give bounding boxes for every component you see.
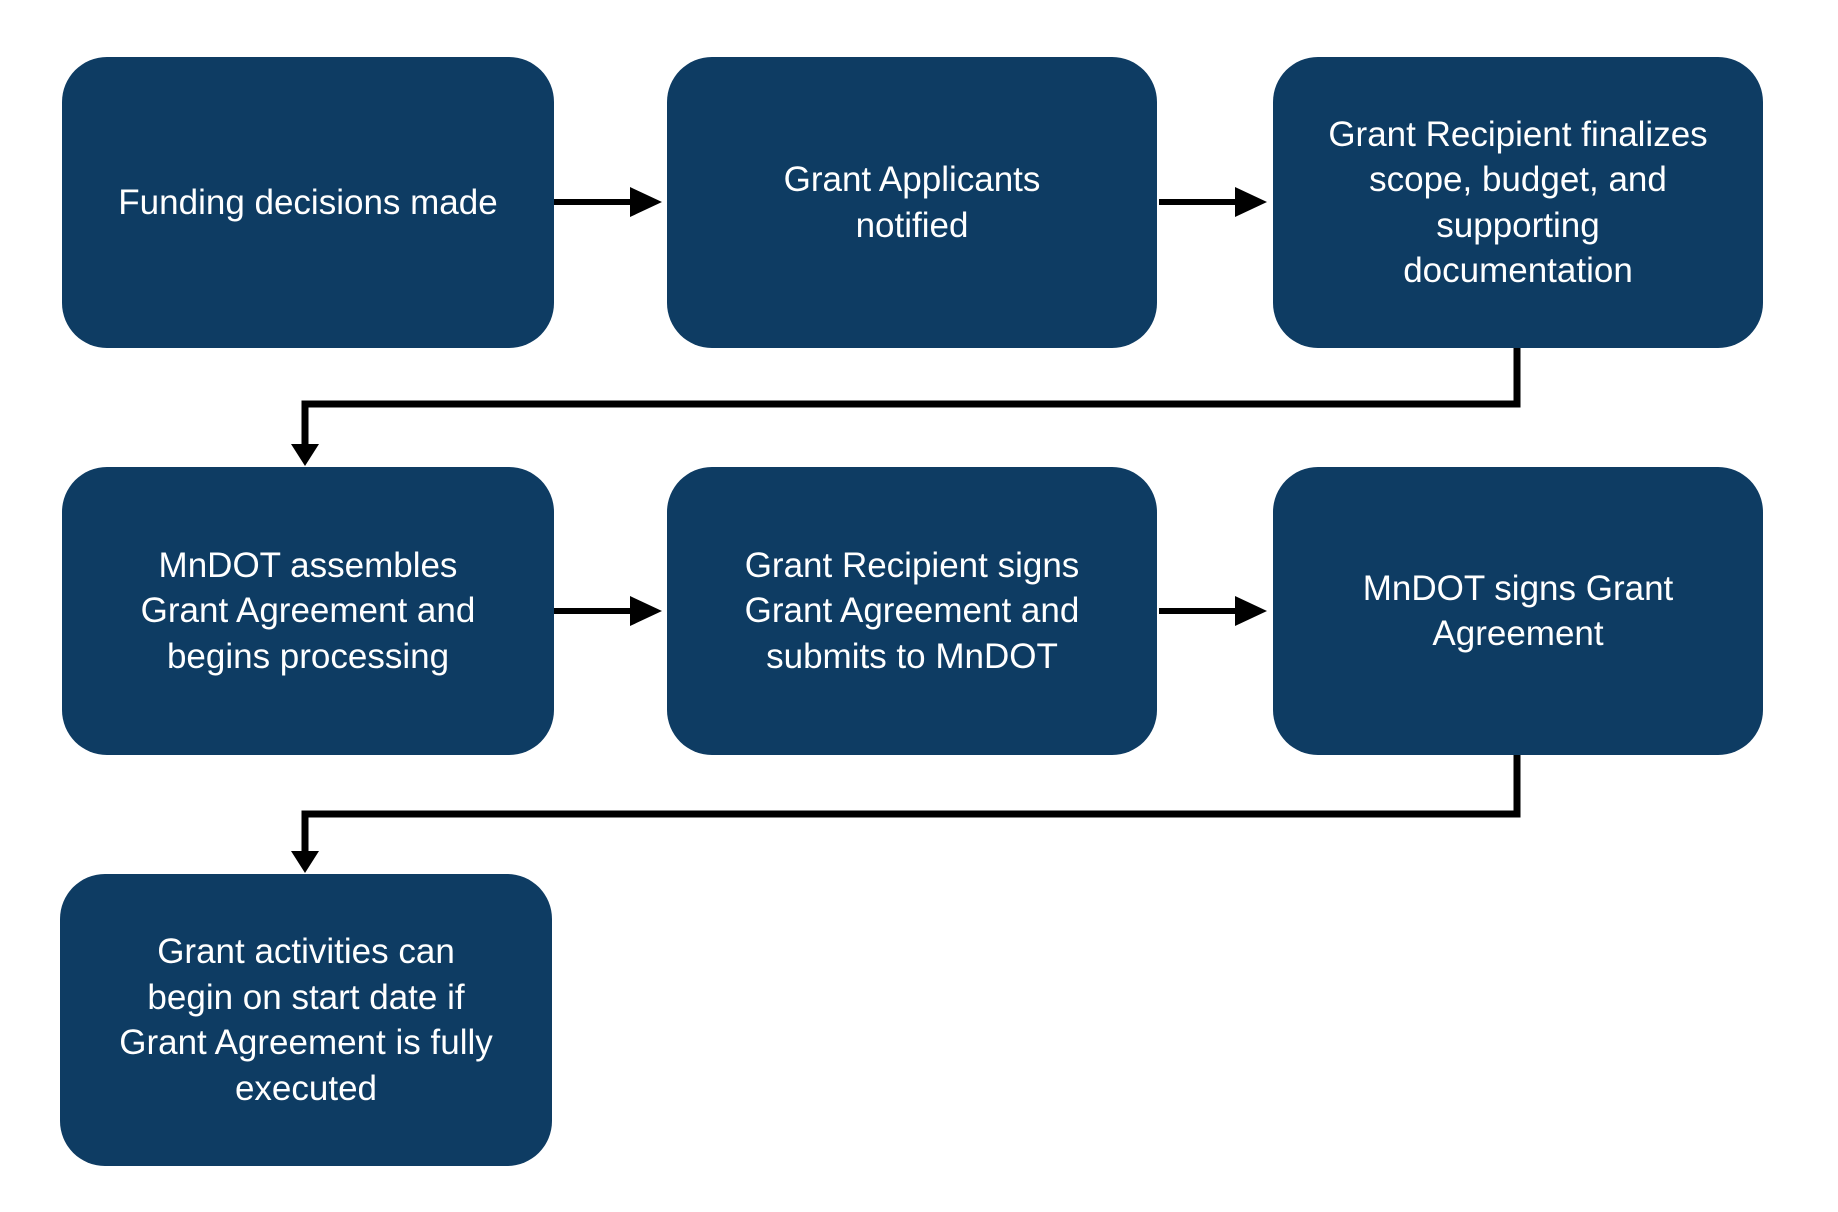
flow-step-mndot-assembles: MnDOT assembles Grant Agreement and begi… xyxy=(62,467,554,755)
elbow-mndot-signs-to-activities xyxy=(291,755,1521,873)
arrow-applicants-to-finalizes xyxy=(1159,187,1267,217)
arrow-assembles-to-signs xyxy=(554,596,662,626)
flow-step-funding-decisions: Funding decisions made xyxy=(62,57,554,348)
flow-step-activities-begin: Grant activities can begin on start date… xyxy=(60,874,552,1166)
arrow-funding-to-applicants xyxy=(554,187,662,217)
flow-step-applicants-notified: Grant Applicants notified xyxy=(667,57,1157,348)
elbow-finalizes-to-assembles xyxy=(291,348,1521,466)
flow-step-recipient-finalizes: Grant Recipient finalizes scope, budget,… xyxy=(1273,57,1763,348)
flow-step-mndot-signs: MnDOT signs Grant Agreement xyxy=(1273,467,1763,755)
arrow-signs-to-mndot-signs xyxy=(1159,596,1267,626)
flow-step-recipient-signs: Grant Recipient signs Grant Agreement an… xyxy=(667,467,1157,755)
